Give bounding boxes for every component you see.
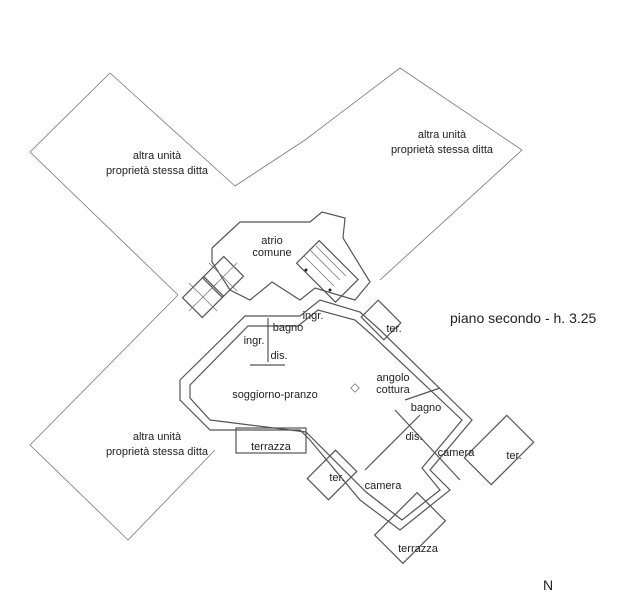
room-label: bagno	[411, 402, 442, 414]
stairs	[295, 239, 359, 303]
room-label: dis.	[405, 431, 422, 443]
room-label: terrazza	[398, 543, 439, 555]
wall	[404, 387, 441, 401]
room-label: terrazza	[251, 441, 292, 453]
room-label: camera	[365, 480, 403, 492]
column-marker	[350, 383, 360, 393]
room-label: ter.	[329, 472, 344, 484]
room-label: ter.	[506, 450, 521, 462]
elevator-shafts	[181, 255, 245, 319]
room-label: ingr.	[244, 335, 265, 347]
atrio-outline	[211, 211, 371, 301]
room-label: dis.	[270, 350, 287, 362]
other-unit-label: altra unità	[133, 431, 182, 443]
other-unit-bottom-left-outline	[29, 294, 216, 541]
other-unit-label: altra unità	[418, 129, 467, 141]
ter-east	[463, 414, 535, 486]
wall	[394, 409, 461, 481]
room-label: atrio	[261, 235, 282, 247]
other-unit-label: proprietà stessa ditta	[391, 144, 494, 156]
room-label: angolo	[376, 372, 409, 384]
other-unit-top-left-outline	[29, 72, 236, 296]
other-unit-label: proprietà stessa ditta	[106, 446, 209, 458]
ter-south-west	[306, 449, 358, 501]
wall	[364, 414, 421, 471]
ter-north	[360, 299, 402, 341]
room-label: bagno	[273, 322, 304, 334]
room-label: soggiorno-pranzo	[232, 389, 318, 401]
other-unit-label: proprietà stessa ditta	[106, 165, 209, 177]
room-label: comune	[252, 247, 291, 259]
terrazza-south	[373, 491, 447, 565]
other-unit-top-right-outline	[234, 67, 523, 281]
apartment-inner-wall	[189, 309, 463, 521]
other-unit-label: altra unità	[133, 150, 182, 162]
room-label: camera	[438, 447, 476, 459]
terrazza-west	[235, 427, 307, 454]
apartment-outline	[179, 299, 473, 531]
north-label: N	[543, 577, 553, 593]
room-label: cottura	[376, 384, 411, 396]
room-label: ter.	[386, 323, 401, 335]
plan-title: piano secondo - h. 3.25	[450, 310, 597, 326]
room-label: ingr.	[303, 310, 324, 322]
